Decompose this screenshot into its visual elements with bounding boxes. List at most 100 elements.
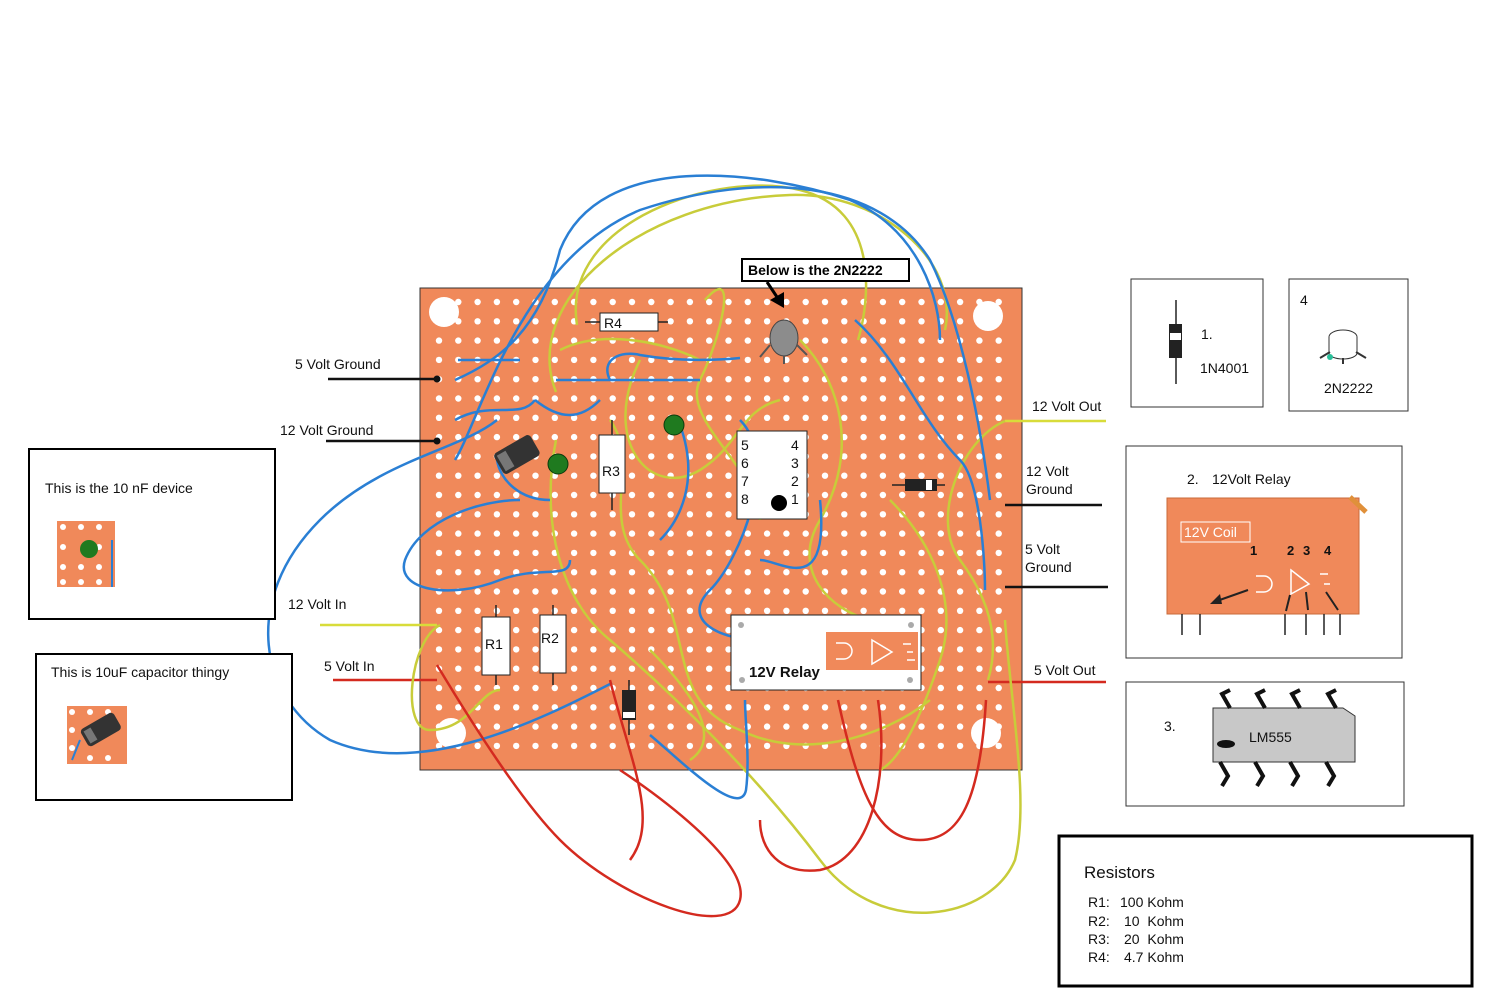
board-hole: [841, 298, 848, 306]
board-hole: [879, 337, 887, 344]
board-hole: [513, 511, 520, 518]
mounting-hole-tr: [973, 301, 1003, 331]
board-hole: [976, 472, 983, 479]
board-hole: [725, 511, 732, 518]
board-hole: [474, 607, 481, 614]
board-hole: [899, 569, 906, 576]
board-hole: [956, 298, 964, 306]
board-hole: [474, 742, 481, 750]
diode-on-board-bottom: [622, 680, 636, 735]
info-box-10uf: This is 10uF capacitor thingy: [35, 653, 293, 801]
board-hole: [570, 414, 578, 421]
board-hole: [956, 569, 964, 576]
board-hole: [995, 665, 1002, 672]
board-hole: [513, 684, 520, 692]
board-hole: [590, 742, 597, 750]
label-5v-in: 5 Volt In: [324, 658, 375, 674]
pin1-marker: [771, 495, 787, 511]
board-hole: [686, 742, 694, 750]
board-hole: [995, 530, 1002, 537]
board-hole: [667, 453, 674, 460]
board-hole: [609, 511, 616, 518]
board-hole: [435, 453, 443, 460]
info-box-10nf: This is the 10 nF device: [28, 448, 276, 620]
board-hole: [763, 588, 771, 595]
board-hole: [435, 742, 443, 750]
board-hole: [725, 646, 732, 653]
board-hole: [976, 607, 983, 614]
board-hole: [455, 337, 462, 344]
resistor-r2: R2: [539, 605, 567, 685]
board-hole: [937, 453, 944, 460]
board-hole: [474, 395, 481, 402]
board-hole: [513, 472, 520, 479]
board-hole: [551, 684, 558, 692]
board-hole: [821, 453, 829, 460]
board-hole: [513, 549, 520, 557]
board-hole: [937, 356, 944, 364]
board-hole: [686, 318, 694, 325]
board-hole: [648, 356, 655, 364]
board-hole: [570, 356, 578, 364]
board-hole: [783, 607, 790, 614]
board-hole: [802, 318, 809, 325]
board-hole: [860, 704, 867, 711]
board-hole: [667, 549, 674, 557]
board-hole: [860, 588, 867, 595]
ic-pin-label: 2: [791, 473, 799, 489]
board-hole: [841, 395, 848, 402]
label-12v-out: 12 Volt Out: [1032, 398, 1101, 414]
board-hole: [899, 704, 906, 711]
board-hole: [918, 395, 925, 402]
board-hole: [686, 395, 694, 402]
board-hole: [590, 395, 597, 402]
board-hole: [648, 665, 655, 672]
board-hole: [513, 607, 520, 614]
board-hole: [474, 684, 481, 692]
legend-ic-name: LM555: [1249, 729, 1292, 745]
board-hole: [686, 337, 694, 344]
board-hole: [493, 511, 501, 518]
board-hole: [628, 530, 636, 537]
board-hole: [532, 704, 539, 711]
board-hole: [706, 337, 713, 344]
board-hole: [879, 318, 887, 325]
resistor-r1-label: R1: [485, 636, 503, 652]
board-hole: [435, 684, 443, 692]
board-hole: [879, 298, 887, 306]
board-hole: [648, 742, 655, 750]
board-hole: [493, 704, 501, 711]
board-hole: [590, 704, 597, 711]
ic-leg: [1218, 761, 1231, 788]
board-hole: [995, 433, 1002, 441]
board-hole: [841, 511, 848, 518]
board-hole: [686, 569, 694, 576]
board-hole: [532, 433, 539, 441]
ic-leg: [1253, 761, 1266, 788]
board-hole: [899, 607, 906, 614]
board-hole: [551, 414, 558, 421]
resistor-row-1-name: R1:: [1088, 894, 1110, 910]
board-hole: [667, 337, 674, 344]
board-hole: [609, 646, 616, 653]
board-hole: [455, 530, 462, 537]
board-hole: [763, 318, 771, 325]
board-hole: [879, 356, 887, 364]
board-hole: [725, 298, 732, 306]
board-hole: [918, 723, 925, 730]
board-hole: [455, 665, 462, 672]
board-hole: [918, 356, 925, 364]
board-hole: [763, 376, 771, 383]
callout-2n2222-text: Below is the 2N2222: [748, 262, 883, 278]
legend-relay-coil: 12V Coil: [1184, 524, 1237, 540]
board-hole: [532, 684, 539, 692]
board-hole: [706, 433, 713, 441]
board-hole: [628, 395, 636, 402]
board-hole: [435, 569, 443, 576]
board-hole: [706, 549, 713, 557]
board-hole: [706, 723, 713, 730]
board-hole: [725, 395, 732, 402]
board-hole: [686, 549, 694, 557]
board-hole: [899, 723, 906, 730]
board-hole: [609, 607, 616, 614]
